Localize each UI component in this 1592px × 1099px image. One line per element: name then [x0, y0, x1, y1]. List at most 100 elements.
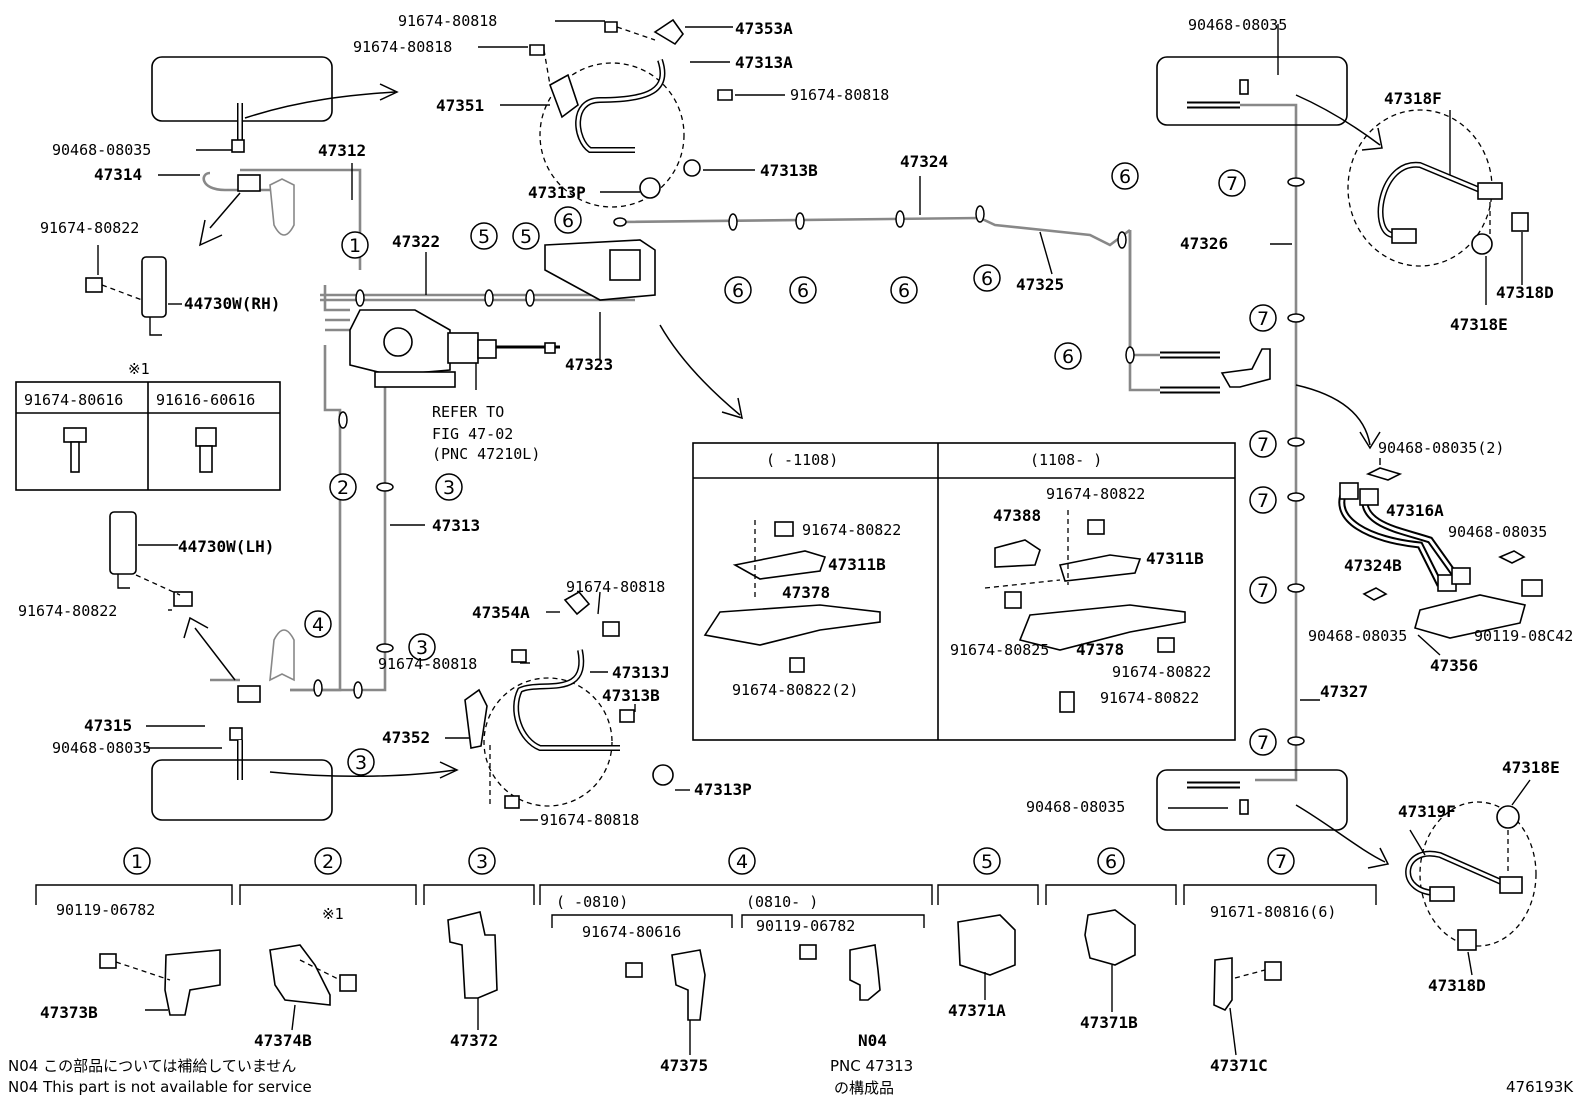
part-labels: 91674-80818 47353A 91674-80818 47313A 91…	[8, 12, 1574, 1097]
callout-7-b: 7	[1249, 304, 1277, 332]
label-clamp1-part: 47373B	[40, 1003, 98, 1022]
label-c-r-47388: 47388	[993, 506, 1041, 525]
legend-callout-5: 5	[973, 847, 1001, 875]
label-clamp4-jp: の構成品	[834, 1079, 894, 1097]
label-x1-mark: ※1	[128, 360, 150, 378]
callout-6-b: 6	[724, 276, 752, 304]
pipe-clips	[313, 177, 1305, 746]
svg-text:5: 5	[981, 851, 993, 873]
svg-text:6: 6	[1105, 851, 1117, 873]
svg-text:3: 3	[443, 477, 455, 499]
rear-hose-top-right	[1347, 109, 1529, 267]
label-91674-80818-d: 91674-80818	[378, 655, 477, 673]
legend-callout-2: 2	[314, 847, 342, 875]
svg-text:6: 6	[1062, 346, 1074, 368]
bracket-47378-left	[703, 604, 881, 646]
label-47351: 47351	[436, 96, 484, 115]
svg-text:7: 7	[1226, 173, 1238, 195]
clamp-legend	[35, 884, 1377, 1021]
label-47313B-top: 47313B	[760, 161, 818, 180]
label-clamp2-part: 47374B	[254, 1031, 312, 1050]
figure-number: 476193K	[1506, 1078, 1574, 1096]
label-44730W-LH: 44730W(LH)	[178, 537, 274, 556]
label-table-col2: 91616-60616	[156, 391, 255, 409]
svg-text:6: 6	[732, 280, 744, 302]
label-91674-80822-b: 91674-80822	[18, 602, 117, 620]
callout-circles: 1 5 5 6 6 6 6 6 6 6 2 3 3 3 4 7 7 7 7 7 …	[123, 162, 1295, 875]
label-47318D-top: 47318D	[1496, 283, 1554, 302]
svg-text:2: 2	[337, 477, 349, 499]
callout-5-a: 5	[470, 222, 498, 250]
label-90468-08035-br: 90468-08035	[1026, 798, 1125, 816]
label-91674-80818-e: 91674-80818	[566, 578, 665, 596]
label-center-right-header: (1108- )	[1030, 451, 1102, 469]
svg-text:3: 3	[355, 752, 367, 774]
label-center-left-header: ( -1108)	[766, 451, 838, 469]
label-refer-2: FIG 47-02	[432, 425, 513, 443]
clip-47388	[994, 539, 1041, 568]
hose-detail-circle-top	[539, 62, 685, 208]
callout-7-d: 7	[1249, 486, 1277, 514]
svg-text:7: 7	[1257, 490, 1269, 512]
upper-left-stud	[198, 103, 295, 247]
svg-text:6: 6	[981, 268, 993, 290]
label-clamp1-bolt: 90119-06782	[56, 901, 155, 919]
label-clamp4-left-part: 47375	[660, 1056, 708, 1075]
callout-3-b: 3	[408, 633, 436, 661]
label-table-col1: 91674-80616	[24, 391, 123, 409]
label-47318E-top: 47318E	[1450, 315, 1508, 334]
label-47354A: 47354A	[472, 603, 530, 622]
svg-text:3: 3	[416, 637, 428, 659]
bolt-91674-80818-c	[717, 89, 733, 101]
label-47327: 47327	[1320, 682, 1368, 701]
label-c-r-91674-80822-top: 91674-80822	[1046, 485, 1145, 503]
bracket-47378-right	[1018, 604, 1186, 651]
proportioning-valve-lh	[109, 511, 193, 607]
label-47356: 47356	[1430, 656, 1478, 675]
front-left-hose-group	[151, 18, 733, 208]
clamp-47371C	[1213, 957, 1233, 1012]
label-47324B: 47324B	[1344, 556, 1402, 575]
label-47318F: 47318F	[1384, 89, 1442, 108]
bracket-47354A	[563, 590, 591, 616]
legend-callout-3: 3	[468, 847, 496, 875]
label-c-l-91674-80822: 91674-80822	[802, 521, 901, 539]
label-c-r-91674-80822-mid: 91674-80822	[1112, 663, 1211, 681]
label-clamp4-right-bolt: 90119-06782	[756, 917, 855, 935]
svg-text:7: 7	[1257, 732, 1269, 754]
frame-outline-bottom-left	[151, 759, 333, 821]
rear-center-group	[1338, 467, 1543, 639]
label-clamp2-mark: ※1	[322, 905, 344, 923]
callout-6-d: 6	[890, 276, 918, 304]
callout-3-c: 3	[347, 748, 375, 776]
label-91674-80822-a: 91674-80822	[40, 219, 139, 237]
main-pipe-routing	[240, 56, 1390, 869]
callout-6-c: 6	[789, 276, 817, 304]
callout-6-f: 6	[1111, 162, 1139, 190]
union-47313B-bot	[619, 709, 635, 723]
leader-lines	[97, 20, 1531, 976]
label-47313J: 47313J	[612, 663, 670, 682]
label-47319F: 47319F	[1398, 802, 1456, 821]
label-c-r-91674-80825: 91674-80825	[950, 641, 1049, 659]
label-clamp3-part: 47372	[450, 1031, 498, 1050]
label-clamp4-left-bolt: 91674-80616	[582, 923, 681, 941]
bracket-47352	[464, 688, 488, 749]
bolt-91674-80822-a	[85, 277, 103, 293]
label-clamp4-pnc: PNC 47313	[830, 1057, 913, 1075]
union-47313B	[683, 159, 701, 177]
bolt-47318D-top	[1511, 212, 1529, 232]
svg-text:6: 6	[562, 210, 574, 232]
note-n04-jp: N04 この部品については補給していません	[8, 1057, 296, 1075]
label-clamp4-right-part: N04	[858, 1031, 887, 1050]
label-47322: 47322	[392, 232, 440, 251]
callout-7-a: 7	[1218, 169, 1246, 197]
label-c-l-47378: 47378	[782, 583, 830, 602]
label-47313: 47313	[432, 516, 480, 535]
bracket-47311B-right	[1058, 554, 1142, 582]
callout-7-c: 7	[1249, 430, 1277, 458]
callout-6-g: 6	[1054, 342, 1082, 370]
bolt-91674-80818-a	[604, 21, 618, 33]
bolt-table-x1	[15, 381, 281, 491]
